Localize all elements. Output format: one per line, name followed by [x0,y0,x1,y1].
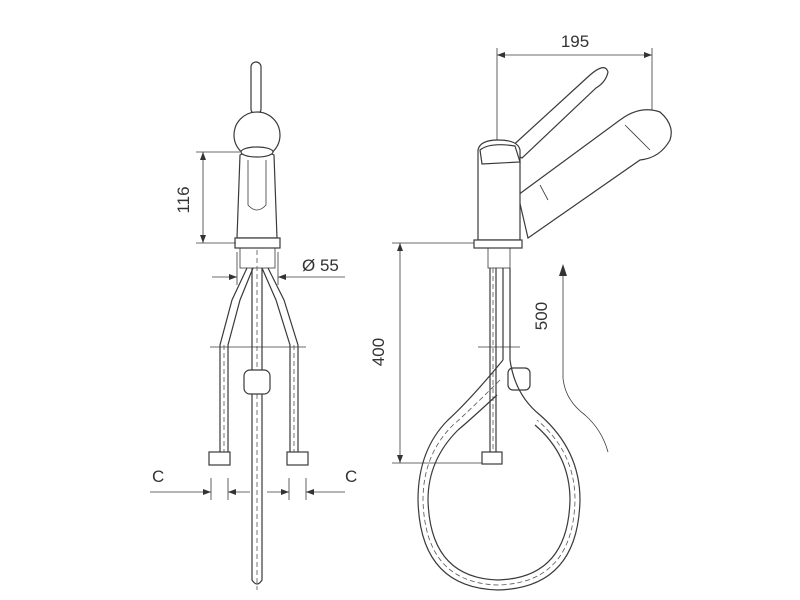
nut-side [481,451,503,465]
nut-right [286,451,309,466]
base-plate-side [473,239,523,249]
dimension-c-right: C [345,467,357,486]
hose-clip-side [507,367,531,391]
pullout-spout [517,109,672,239]
dimension-116: 116 [174,186,193,213]
dimension-c-left: C [152,467,164,486]
dimension-500: 500 [532,302,551,330]
dimension-400: 400 [369,338,388,366]
dimension-195: 195 [561,32,589,51]
side-view: 195 400 500 [369,32,672,591]
lever-front [250,61,262,115]
nut-left [208,451,231,466]
faucet-body-front [236,149,278,239]
lever-side [506,67,609,159]
aerator [240,146,274,158]
dimension-diameter-55: Ø 55 [302,256,339,275]
faucet-body-side [477,139,521,241]
front-view: 116 Ø 55 C C [150,61,357,590]
base-plate-front [234,237,281,249]
hose-clip-front [243,369,271,395]
